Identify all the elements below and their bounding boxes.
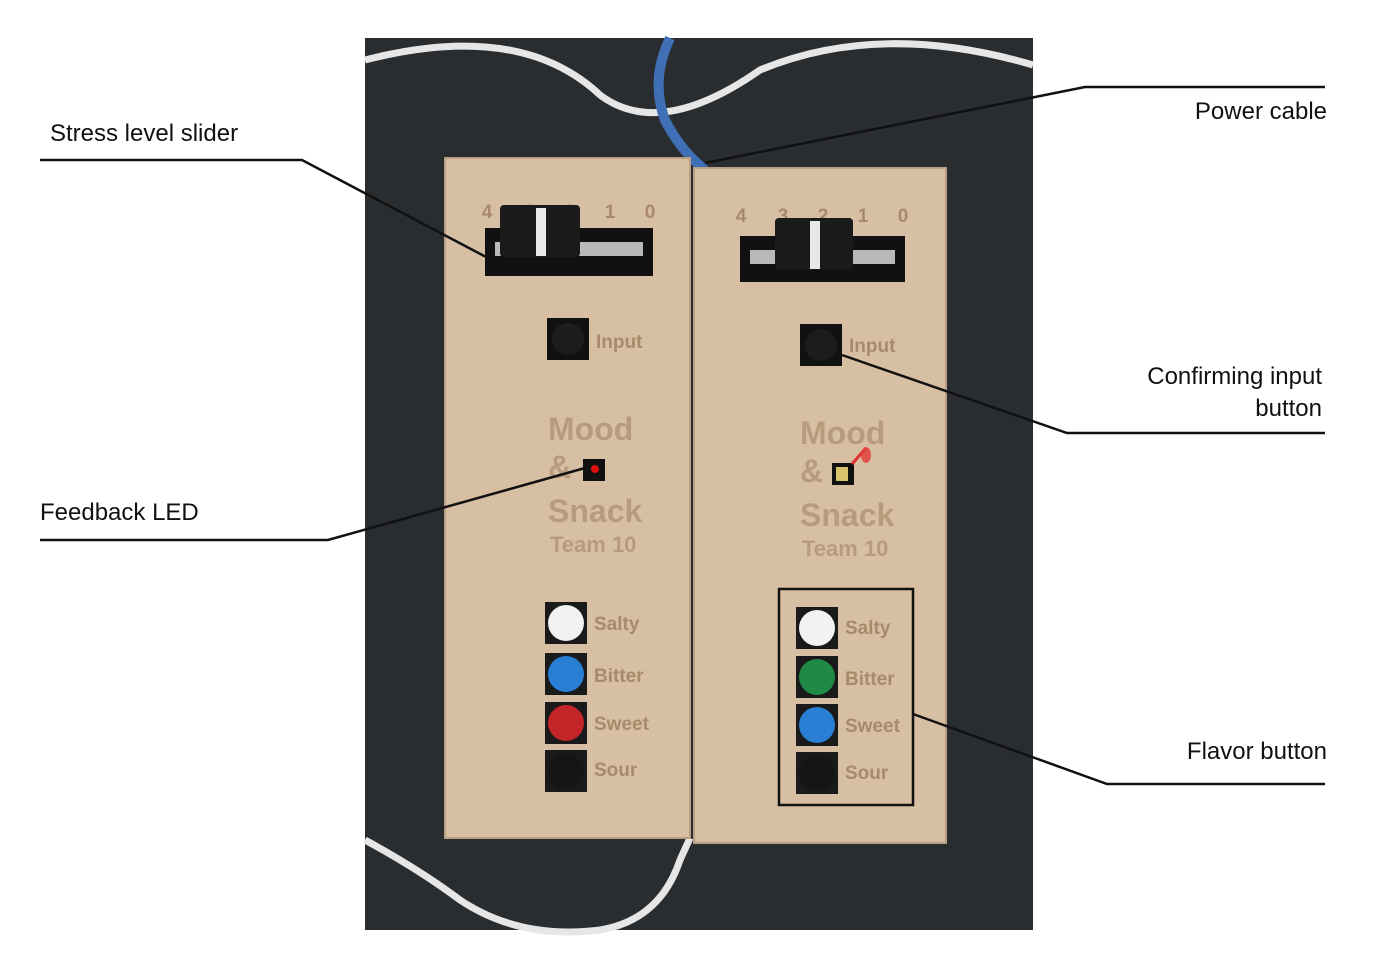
title-ampersand: & xyxy=(548,449,571,485)
title-mood: Mood xyxy=(800,415,885,451)
title-ampersand: & xyxy=(800,453,823,489)
feedback-led xyxy=(861,447,871,463)
flavor-label: Sweet xyxy=(845,716,901,737)
flavor-label: Salty xyxy=(845,618,891,639)
slider-tick: 3 xyxy=(778,206,789,227)
flavor-button-sweet xyxy=(799,707,835,743)
flavor-button-sweet xyxy=(548,705,584,741)
input-label: Input xyxy=(849,336,896,357)
flavor-label: Salty xyxy=(594,614,640,635)
leader-feedback-led xyxy=(40,466,586,542)
flavor-highlight-box xyxy=(777,587,915,807)
feedback-led xyxy=(591,465,599,473)
flavor-button-sour xyxy=(548,753,584,789)
flavor-button-sour xyxy=(799,755,835,791)
callout-power-cable: Power cable xyxy=(1194,98,1327,125)
flavor-label: Sour xyxy=(845,763,889,784)
flavor-label: Bitter xyxy=(845,669,895,690)
flavor-button-salty xyxy=(548,605,584,641)
callout-stress-level-slider: Stress level slider xyxy=(50,120,239,147)
slider-tick: 1 xyxy=(605,202,616,223)
power-cable xyxy=(653,35,709,174)
control-box-left: 4 3 2 1 0 Input Mood & Snack Team 10 Sal… xyxy=(444,157,691,839)
leader-flavor-button xyxy=(912,712,1325,786)
callout-line: button xyxy=(1255,395,1322,422)
team-label: Team 10 xyxy=(550,532,636,557)
title-snack: Snack xyxy=(800,497,894,533)
slider-tick: 4 xyxy=(482,202,493,223)
flavor-label: Sour xyxy=(594,760,638,781)
slider-tick: 1 xyxy=(858,206,869,227)
flavor-button-bitter xyxy=(548,656,584,692)
control-box-right: 4 3 2 1 0 Input Mood & Snack Team 10 Sal… xyxy=(693,167,947,844)
title-mood: Mood xyxy=(548,411,633,447)
flavor-button-bitter xyxy=(799,659,835,695)
callout-flavor-button: Flavor button xyxy=(1186,738,1327,765)
callout-feedback-led: Feedback LED xyxy=(40,499,199,526)
leader-confirm-input xyxy=(841,353,1325,435)
white-cable-bottom xyxy=(363,836,694,936)
callout-line: Confirming input xyxy=(1147,363,1322,390)
input-label: Input xyxy=(596,332,643,353)
flavor-button-salty xyxy=(799,610,835,646)
slider-tick: 0 xyxy=(645,202,656,223)
flavor-label: Sweet xyxy=(594,714,650,735)
flavor-label: Bitter xyxy=(594,666,644,687)
leader-power-cable xyxy=(704,85,1325,165)
callout-confirming-input-button: Confirming input button xyxy=(1147,361,1322,425)
white-cable-top xyxy=(364,40,1034,116)
slider-tick: 4 xyxy=(736,206,747,227)
leader-stress-slider xyxy=(40,158,489,260)
title-snack: Snack xyxy=(548,493,642,529)
slider-tick: 0 xyxy=(898,206,909,227)
team-label: Team 10 xyxy=(802,536,888,561)
slider-tick: 2 xyxy=(818,206,829,227)
